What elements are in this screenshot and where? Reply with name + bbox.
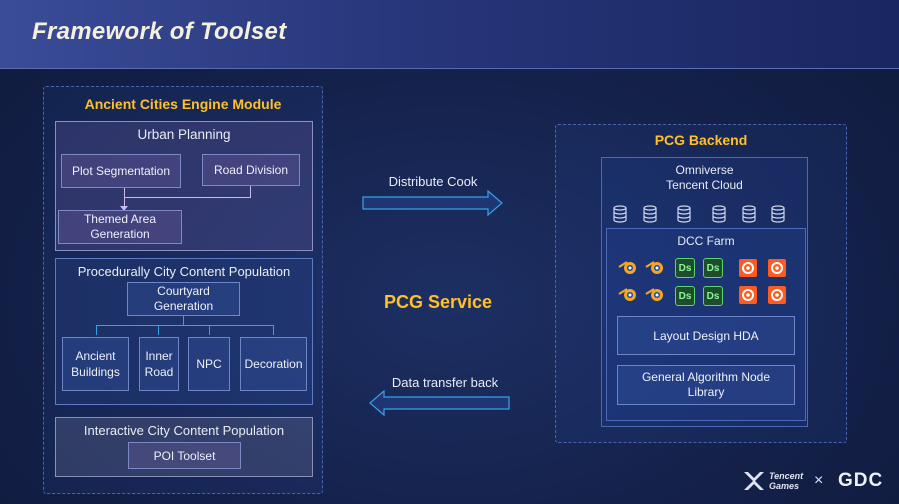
themed-area-box: Themed Area Generation — [58, 210, 182, 244]
transfer-arrow — [369, 390, 510, 416]
omniverse-label-line1: Omniverse — [675, 163, 734, 177]
inner-road-box: Inner Road — [139, 337, 179, 391]
connector-line — [209, 325, 210, 335]
connector-line — [158, 325, 159, 335]
omniverse-label-line2: Tencent Cloud — [666, 178, 743, 192]
substance-designer-icon: Ds — [675, 258, 695, 278]
connector-line — [273, 325, 274, 335]
interactive-title: Interactive City Content Population — [83, 422, 285, 438]
pcg-backend-panel — [555, 124, 847, 443]
poi-toolset-box: POI Toolset — [128, 442, 241, 469]
plot-segmentation-box: Plot Segmentation — [61, 154, 181, 188]
data-transfer-label: Data transfer back — [391, 374, 499, 390]
blender-icon — [618, 261, 636, 274]
substance-designer-icon: Ds — [703, 258, 723, 278]
npc-box: NPC — [188, 337, 230, 391]
connector-line — [96, 325, 274, 326]
houdini-icon — [739, 286, 757, 304]
courtyard-box: Courtyard Generation — [127, 282, 240, 316]
arrow-head — [120, 206, 128, 211]
gdc-logo: GDC — [838, 470, 884, 491]
database-icon — [771, 205, 785, 223]
road-division-box: Road Division — [202, 154, 300, 186]
pcg-backend-title: PCG Backend — [654, 132, 748, 148]
connector-line — [124, 197, 251, 198]
ancient-buildings-box: Ancient Buildings — [62, 337, 129, 391]
pcg-service-label: PCG Service — [383, 291, 493, 312]
blender-icon — [645, 288, 663, 301]
slide-title: Framework of Toolset — [32, 18, 287, 45]
interactive-group — [55, 417, 313, 477]
database-icon — [712, 205, 726, 223]
urban-planning-group — [55, 121, 313, 251]
connector-line — [250, 186, 251, 198]
urban-planning-title: Urban Planning — [137, 126, 231, 142]
database-icon — [742, 205, 756, 223]
blender-icon — [618, 288, 636, 301]
houdini-icon — [768, 259, 786, 277]
layout-design-hda-box: Layout Design HDA — [617, 316, 795, 355]
connector-line — [96, 325, 97, 335]
engine-module-title: Ancient Cities Engine Module — [84, 96, 282, 112]
database-icon — [613, 205, 627, 223]
procedural-title: Procedurally City Content Population — [77, 263, 291, 279]
substance-designer-icon: Ds — [675, 286, 695, 306]
houdini-icon — [768, 286, 786, 304]
tencent-brand-line1: Tencent — [769, 471, 804, 481]
connector-line — [183, 316, 184, 325]
general-algorithm-box: General Algorithm Node Library — [617, 365, 795, 405]
tencent-games-logo-icon — [744, 472, 764, 490]
database-icon — [643, 205, 657, 223]
decoration-box: Decoration — [240, 337, 307, 391]
cross-symbol: × — [814, 472, 824, 489]
substance-designer-icon: Ds — [703, 286, 723, 306]
blender-icon — [645, 261, 663, 274]
houdini-icon — [739, 259, 757, 277]
distribute-arrow — [362, 190, 503, 216]
slide-header — [0, 0, 899, 69]
dcc-farm-label: DCC Farm — [677, 234, 735, 248]
distribute-cook-label: Distribute Cook — [388, 173, 478, 189]
tencent-brand-line2: Games — [769, 481, 800, 491]
database-icon — [677, 205, 691, 223]
connector-line — [124, 188, 125, 208]
